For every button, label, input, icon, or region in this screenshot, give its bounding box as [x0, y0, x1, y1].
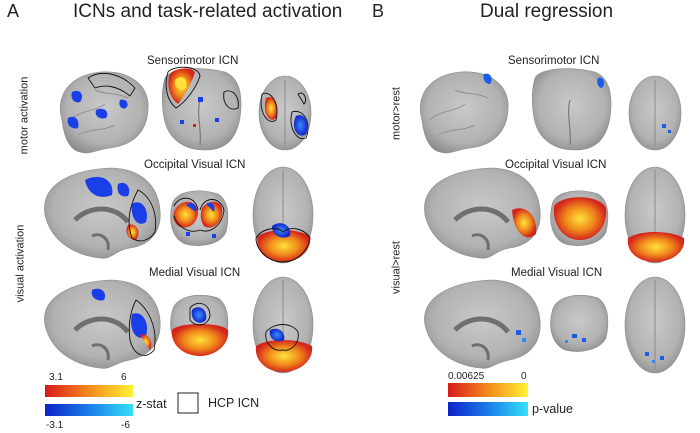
panel-a-row2-axial — [252, 166, 314, 264]
panel-a-row-title: Medial Visual ICN — [149, 267, 241, 279]
panel-a-positive-colorbar — [45, 385, 133, 397]
panel-a-neg-min: -3.1 — [46, 420, 64, 431]
panel-a-negative-colorbar — [45, 404, 133, 416]
hcp-outline-swatch — [177, 392, 199, 414]
panel-b-row2-sagittal — [424, 167, 541, 259]
panel-b-row3-coronal — [550, 294, 609, 352]
panel-b-letter: B — [372, 1, 385, 21]
panel-b-title: Dual regression — [480, 1, 614, 22]
panel-a-row-title: Occipital Visual ICN — [144, 159, 246, 171]
hcp-icn-label: HCP ICN — [208, 396, 260, 410]
panel-a-row1-coronal — [161, 66, 242, 151]
panel-a-pos-min: 3.1 — [49, 372, 63, 383]
panel-a-row3-axial — [252, 276, 314, 374]
panel-a-row1-axial — [258, 75, 312, 151]
panel-b-row3-sagittal — [424, 279, 541, 369]
panel-a-row3-sagittal — [44, 279, 161, 369]
panel-b-row1-coronal — [531, 68, 612, 151]
panel-b-min: 0.00625 — [448, 371, 485, 382]
panel-b-row-title: Occipital Visual ICN — [505, 159, 607, 171]
panel-a-neg-max: -6 — [121, 420, 130, 431]
panel-a-stat-label: z-stat — [136, 397, 167, 411]
panel-b-row-title: Sensorimotor ICN — [508, 55, 600, 67]
panel-b-row3-axial — [624, 276, 686, 374]
panel-b-stat-label: p-value — [532, 402, 573, 416]
panel-b-row2-axial — [624, 166, 686, 264]
panel-a-row3-coronal — [170, 294, 229, 356]
panel-b-row1-sagittal — [420, 71, 509, 154]
panel-a-row-title: Sensorimotor ICN — [147, 55, 239, 67]
panel-a-row2-sagittal — [44, 167, 161, 259]
panel-b-row-title: Medial Visual ICN — [511, 267, 603, 279]
panel-b-row2-coronal — [550, 190, 609, 246]
panel-a-title: ICNs and task-related activation — [73, 1, 343, 22]
panel-b-negative-colorbar — [448, 402, 528, 416]
panel-b-max: 0 — [521, 371, 527, 382]
panel-b-row1-axial — [628, 75, 682, 151]
panel-b-positive-colorbar — [448, 383, 528, 397]
panel-a-letter: A — [7, 1, 20, 21]
panel-a-row1-sagittal — [60, 71, 149, 154]
panel-a-pos-max: 6 — [121, 372, 127, 383]
panel-a-row2-coronal — [170, 190, 229, 246]
